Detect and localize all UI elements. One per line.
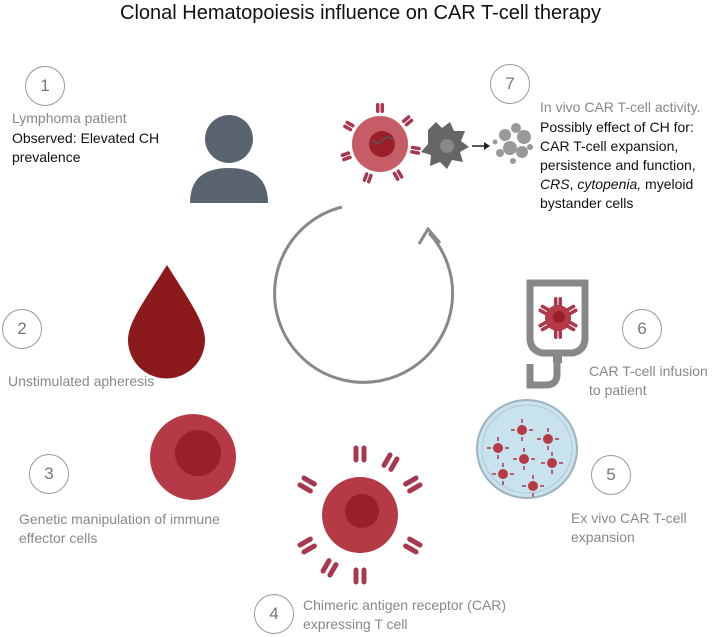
step-6-label-line1: CAR T-cell infusion	[589, 363, 708, 379]
step-7-effect-line3: persistence and function,	[540, 157, 696, 173]
step-7-effect-rest: myeloid	[641, 176, 694, 192]
step-4-number: 4	[254, 594, 294, 634]
petri-dish-icon	[476, 399, 578, 499]
person-icon	[190, 115, 268, 203]
step-3-label-line2: effector cells	[19, 530, 98, 546]
step-3-label-line1: Genetic manipulation of immune	[19, 511, 220, 527]
step-7-effect-crs: CRS	[540, 176, 570, 192]
blood-drop-icon	[128, 265, 205, 379]
immune-cell-icon	[150, 414, 236, 500]
step-4-label-line2: expressing T cell	[303, 616, 408, 632]
step-7-effect-line2: CAR T-cell expansion,	[540, 138, 679, 154]
infusion-bag-icon	[526, 279, 589, 389]
diagram-title: Clonal Hematopoiesis influence on CAR T-…	[120, 2, 601, 24]
step-7-effect-line5: bystander cells	[540, 195, 634, 211]
step-1-label: Lymphoma patient	[12, 110, 127, 126]
step-4-label-line1: Chimeric antigen receptor (CAR)	[303, 597, 507, 613]
step-2-number: 2	[2, 309, 42, 349]
step-6-number: 6	[622, 309, 662, 349]
step-7-effect-cytopenia: cytopenia,	[577, 176, 642, 192]
car-t-cell-icon	[295, 444, 425, 586]
step-1-observed-line2: prevalence	[12, 149, 81, 165]
step-1-observed-line1: Observed: Elevated CH	[12, 130, 160, 146]
step-6-label-line2: to patient	[589, 382, 647, 398]
step-5-label-line1: Ex vivo CAR T-cell	[571, 510, 687, 526]
step-3-number: 3	[29, 454, 69, 494]
step-7-number: 7	[490, 64, 530, 104]
step-7-effect-line1: Possibly effect of CH for:	[540, 119, 694, 135]
cycle-arrow	[273, 205, 455, 384]
car-t-killing-icon	[340, 103, 533, 184]
step-7-effect-line4: CRS, cytopenia, myeloid	[540, 176, 694, 192]
step-5-number: 5	[591, 455, 631, 495]
step-2-label: Unstimulated apheresis	[8, 373, 155, 389]
step-7-label: In vivo CAR T-cell activity.	[540, 99, 701, 115]
step-5-label-line2: expansion	[571, 529, 635, 545]
step-1-number: 1	[25, 66, 65, 106]
